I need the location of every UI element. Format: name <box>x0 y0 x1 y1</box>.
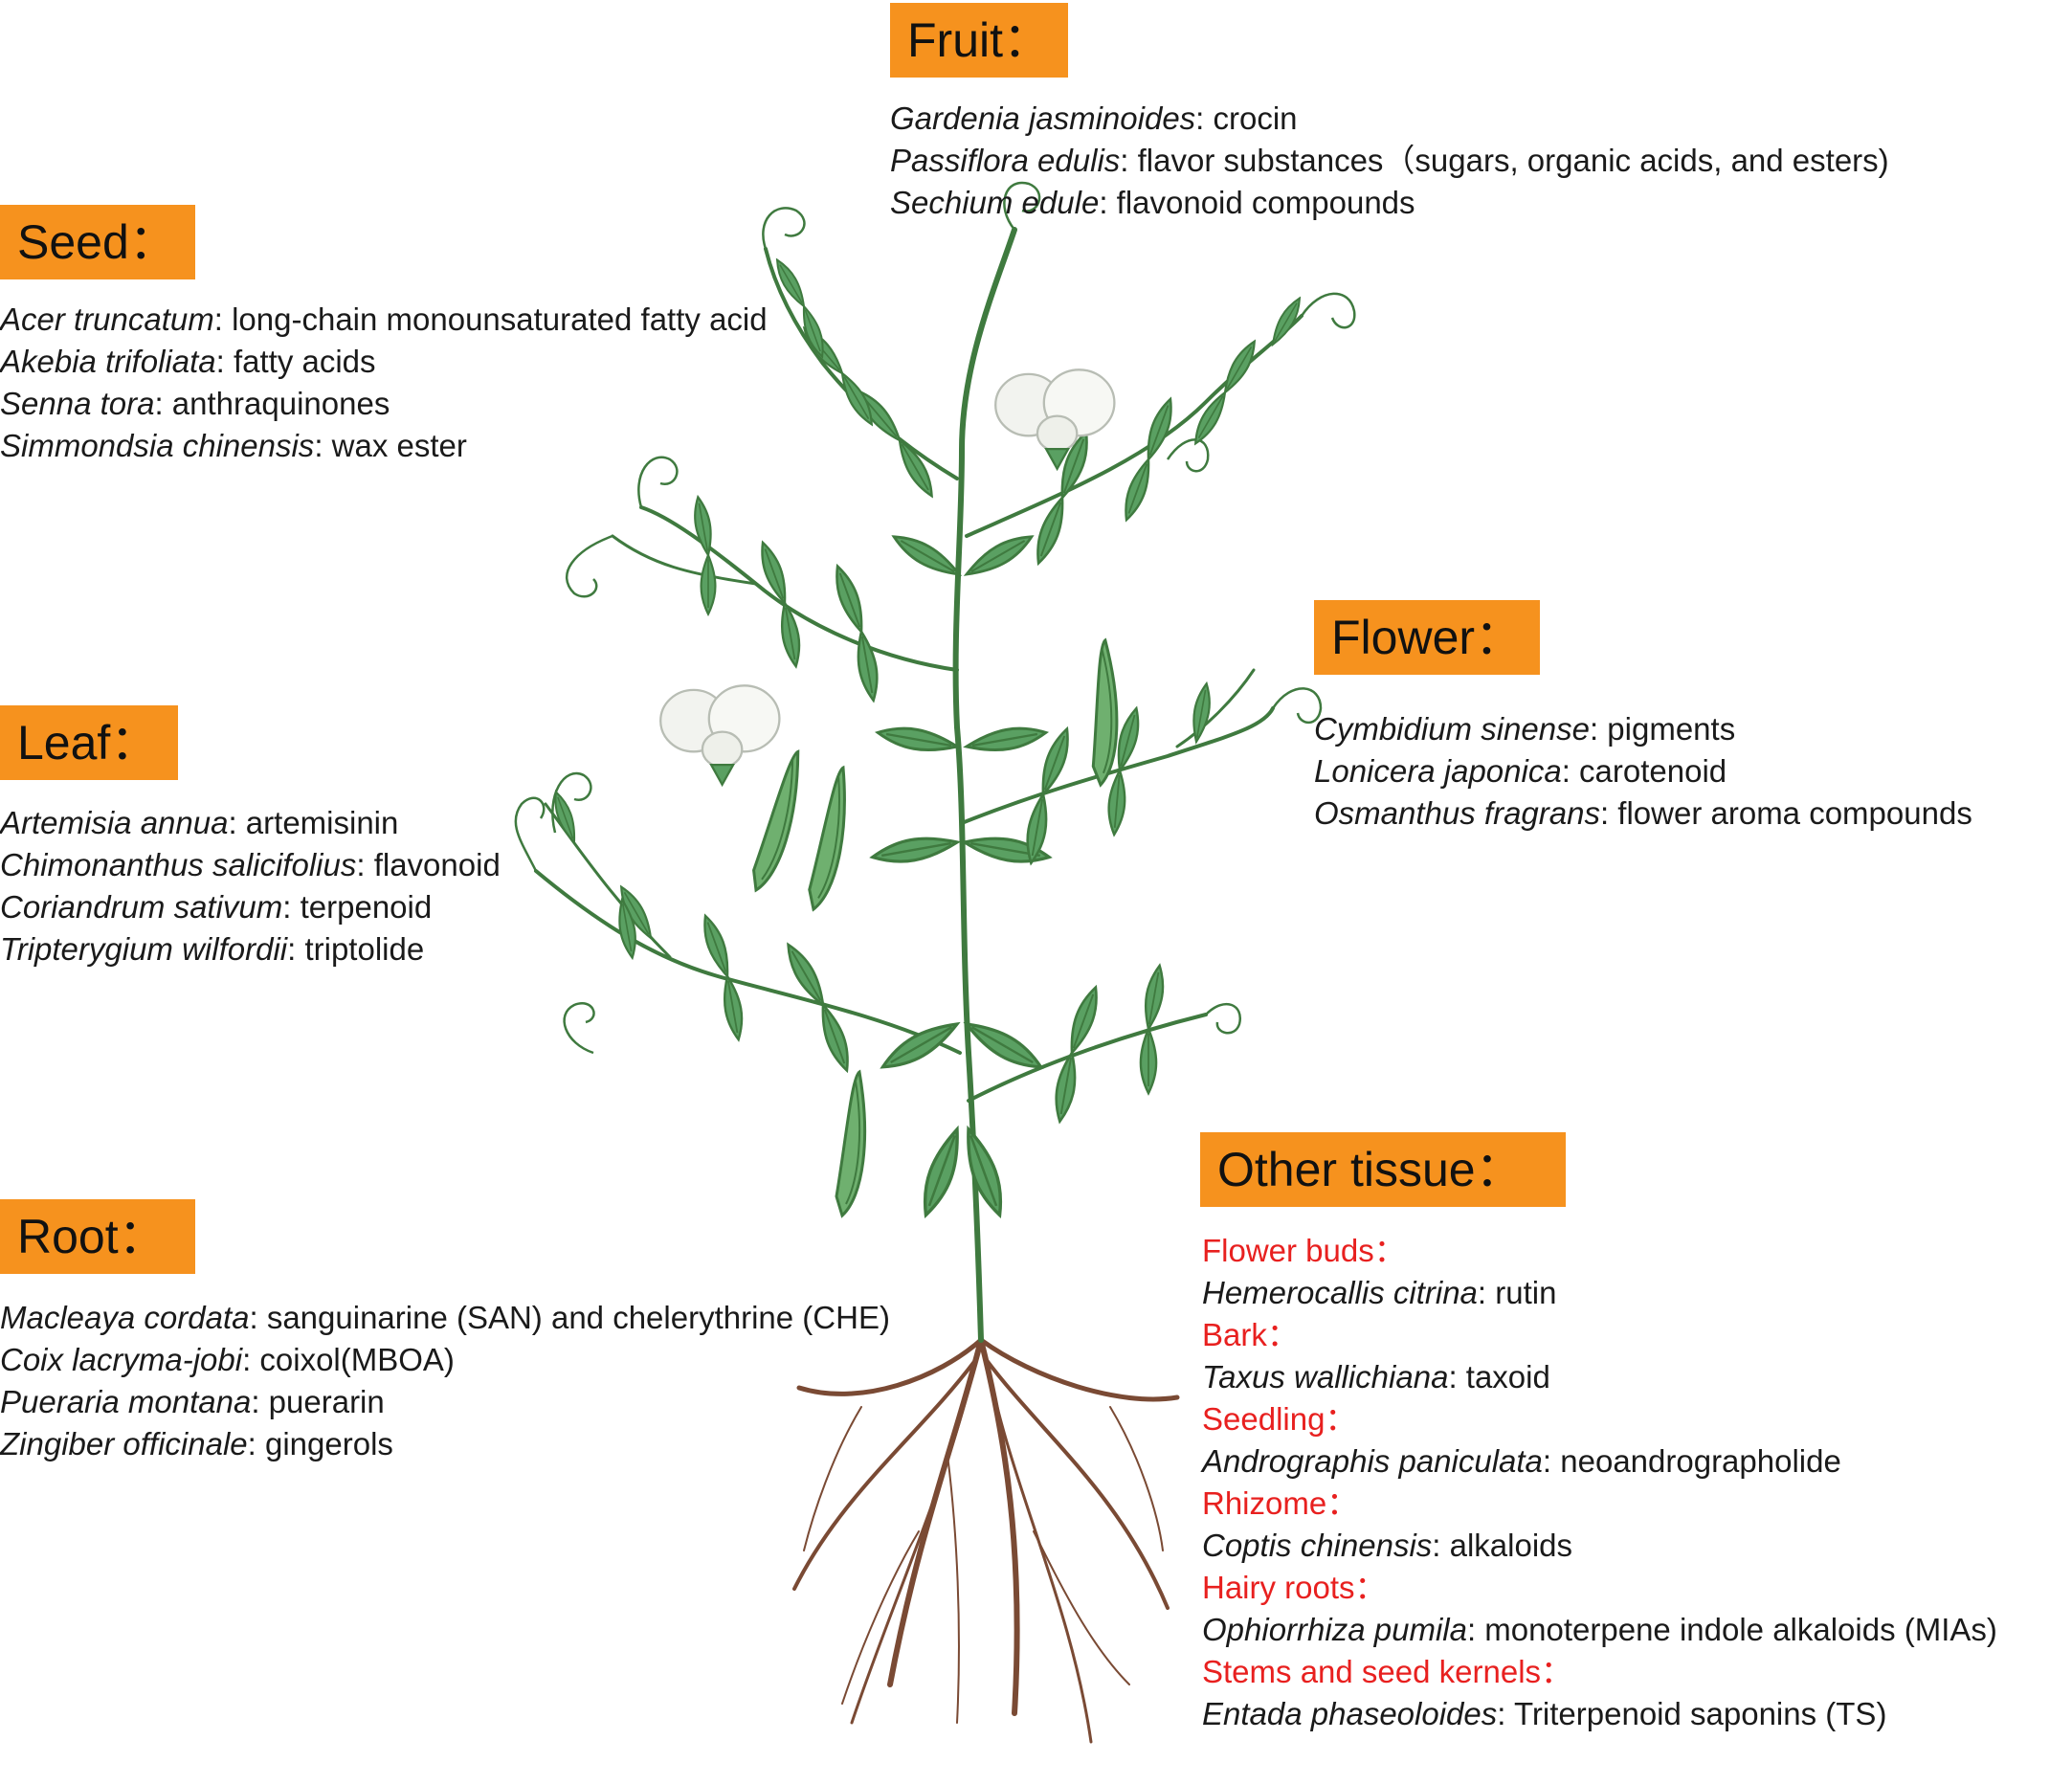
other-subcategory: Stems and seed kernels： <box>1202 1654 1573 1689</box>
leaf-entry: Tripterygium wilfordii: triptolide <box>0 931 425 967</box>
fruit-label: Fruit： <box>890 3 1068 78</box>
other-tissue-label: Other tissue： <box>1200 1132 1566 1207</box>
flower-entry: Cymbidium sinense: pigments <box>1314 711 1736 747</box>
other-entry: Hemerocallis citrina: rutin <box>1202 1275 1557 1310</box>
fruit-entry: Gardenia jasminoides: crocin <box>890 100 1298 136</box>
roots <box>792 1337 1180 1744</box>
seed-entries: Acer truncatum: long-chain monounsaturat… <box>0 299 768 467</box>
other-entry: Entada phaseoloides: Triterpenoid saponi… <box>1202 1696 1887 1731</box>
other-subcategory: Rhizome： <box>1202 1485 1359 1521</box>
root-label: Root： <box>0 1199 195 1274</box>
other-subcategory: Flower buds： <box>1202 1233 1406 1268</box>
leaf-entry: Chimonanthus salicifolius: flavonoid <box>0 847 501 882</box>
root-entry: Pueraria montana: puerarin <box>0 1384 385 1419</box>
leaf-label: Leaf： <box>0 705 178 780</box>
other-entry: Taxus wallichiana: taxoid <box>1202 1359 1550 1395</box>
fruit-entry: Passiflora edulis: flavor substances（sug… <box>890 143 1889 178</box>
seed-entry: Simmondsia chinensis: wax ester <box>0 428 467 463</box>
tendrils <box>514 181 1356 1055</box>
root-entry: Zingiber officinale: gingerols <box>0 1426 393 1461</box>
root-entries: Macleaya cordata: sanguinarine (SAN) and… <box>0 1297 890 1465</box>
other-subcategory: Seedling： <box>1202 1401 1357 1437</box>
other-tissue-entries: Flower buds： Hemerocallis citrina: rutin… <box>1202 1230 1997 1735</box>
pea-pods <box>748 638 1125 1217</box>
seed-entry: Senna tora: anthraquinones <box>0 386 390 421</box>
other-entry: Andrographis paniculata: neoandrographol… <box>1202 1443 1841 1479</box>
other-entry: Coptis chinensis: alkaloids <box>1202 1528 1573 1563</box>
flower-entries: Cymbidium sinense: pigments Lonicera jap… <box>1314 708 1972 835</box>
other-entry: Ophiorrhiza pumila: monoterpene indole a… <box>1202 1612 1997 1647</box>
other-subcategory: Hairy roots： <box>1202 1570 1387 1605</box>
flower-entry: Osmanthus fragrans: flower aroma compoun… <box>1314 795 1972 831</box>
fruit-entry: Sechium edule: flavonoid compounds <box>890 185 1415 220</box>
leaf-entries: Artemisia annua: artemisinin Chimonanthu… <box>0 802 501 971</box>
leaf-entry: Artemisia annua: artemisinin <box>0 805 399 840</box>
leaf-entry: Coriandrum sativum: terpenoid <box>0 889 433 925</box>
seed-entry: Acer truncatum: long-chain monounsaturat… <box>0 301 768 337</box>
seed-label: Seed： <box>0 205 195 279</box>
fruit-entries: Gardenia jasminoides: crocin Passiflora … <box>890 98 1889 224</box>
root-entry: Coix lacryma-jobi: coixol(MBOA) <box>0 1342 455 1377</box>
flower-entry: Lonicera japonica: carotenoid <box>1314 753 1727 789</box>
other-subcategory: Bark： <box>1202 1317 1299 1352</box>
seed-entry: Akebia trifoliata: fatty acids <box>0 344 376 379</box>
root-entry: Macleaya cordata: sanguinarine (SAN) and… <box>0 1300 890 1335</box>
flower-label: Flower： <box>1314 600 1541 675</box>
